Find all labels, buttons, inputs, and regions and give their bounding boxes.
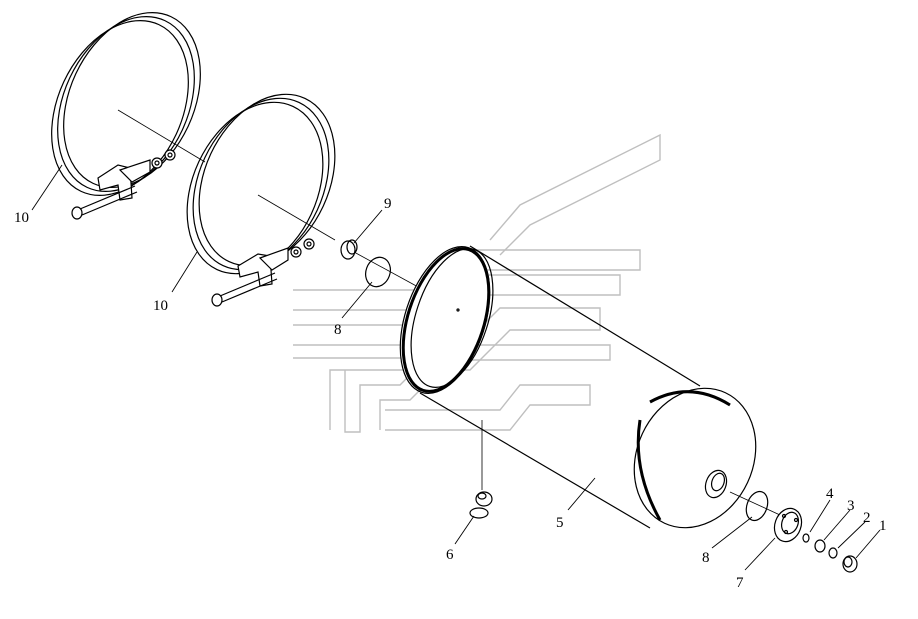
callout-1: 1: [879, 518, 887, 534]
o-ring-8-upper: [365, 256, 391, 288]
bolt-upper: [71, 185, 138, 220]
leader-lines: [31, 164, 881, 571]
drain-plug-9: [340, 239, 421, 289]
bolt-lower: [211, 272, 278, 307]
o-ring-8-lower: [745, 490, 769, 522]
mounting-strap-lower: [186, 93, 336, 307]
callout-labels: 10 10 9 8 5 6 8 7 4 3 2 1: [14, 196, 887, 591]
drain-valve-6: [469, 491, 493, 519]
callout-9: 9: [384, 196, 392, 212]
ring-2: [828, 547, 838, 559]
nuts-lower: [290, 238, 315, 258]
callout-2: 2: [863, 510, 871, 526]
callout-3: 3: [847, 498, 855, 514]
callout-8-upper: 8: [334, 322, 342, 338]
flange-7: [773, 507, 803, 543]
callout-4: 4: [826, 486, 834, 502]
callout-10-upper: 10: [14, 210, 29, 226]
callout-5: 5: [556, 515, 564, 531]
callout-7: 7: [736, 575, 744, 591]
callout-8-lower: 8: [702, 550, 710, 566]
nuts-upper: [151, 149, 176, 169]
callout-6: 6: [446, 547, 454, 563]
cap-1: [842, 555, 858, 573]
washer-3: [814, 539, 826, 553]
mounting-strap-upper: [51, 11, 206, 220]
air-tank-5: [399, 245, 781, 529]
spring-4: [802, 533, 810, 543]
callout-10-lower: 10: [153, 298, 168, 314]
